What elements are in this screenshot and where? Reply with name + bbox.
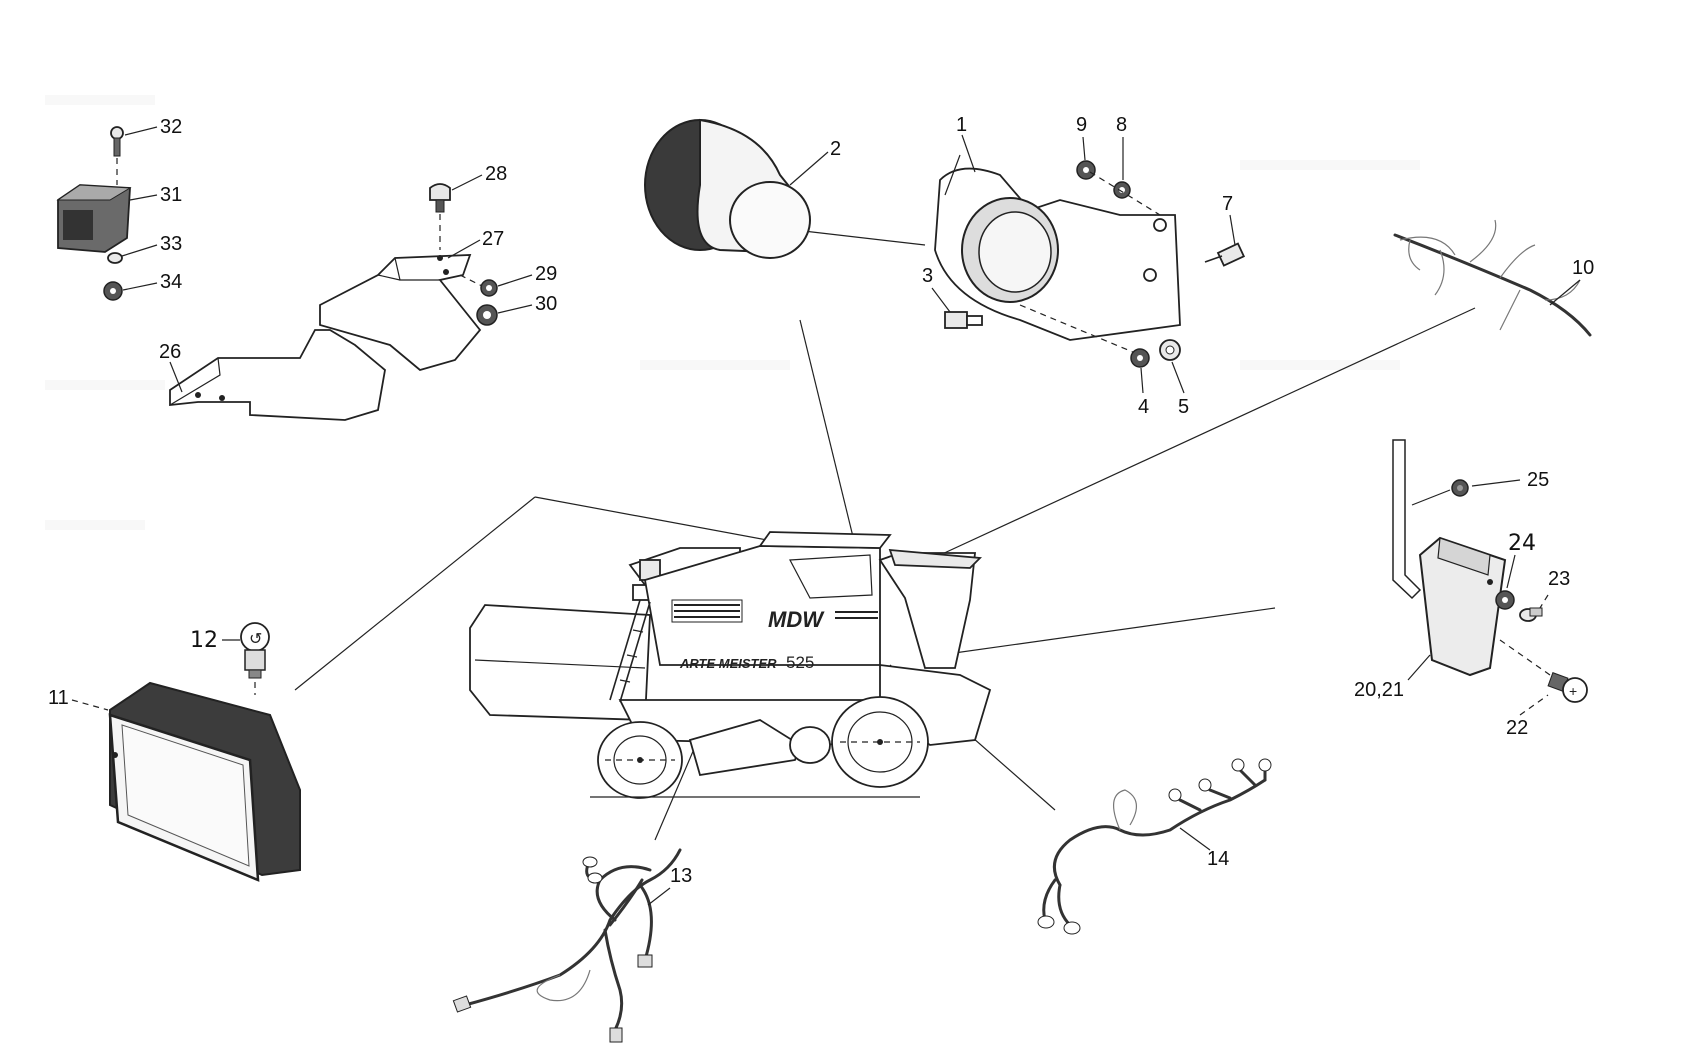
part-5-nut xyxy=(1159,339,1181,361)
callout-14: 14 xyxy=(1207,848,1229,870)
callout-4: 4 xyxy=(1138,396,1149,418)
part-31-relay xyxy=(56,184,132,253)
callout-28: 28 xyxy=(485,163,507,185)
callout-26: 26 xyxy=(159,341,181,363)
part-29-washer xyxy=(480,279,498,297)
callout-34: 34 xyxy=(160,271,182,293)
part-26-plate xyxy=(169,329,386,421)
callout-23: 23 xyxy=(1548,568,1570,590)
part-2-lamp-housing xyxy=(644,118,811,259)
callout-11: 11 xyxy=(48,687,69,709)
part-10-wiring-harness xyxy=(1393,219,1592,337)
combine-model-number: 525 xyxy=(786,653,814,672)
part-25-grommet xyxy=(1451,479,1469,497)
callout-20-21: 20,21 xyxy=(1354,679,1404,701)
part-11-work-lamp xyxy=(108,681,301,882)
part-7-bolt xyxy=(1204,242,1246,267)
part-30-nut xyxy=(476,304,498,326)
callout-27: 27 xyxy=(482,228,504,250)
part-1-bracket xyxy=(934,154,1181,341)
callout-5: 5 xyxy=(1178,396,1189,418)
part-23-screw xyxy=(1519,607,1543,622)
part-13-wiring-harness xyxy=(452,848,682,1043)
leader-1 xyxy=(961,134,976,173)
part-14-wiring-harness xyxy=(1037,758,1272,935)
callout-31: 31 xyxy=(160,184,182,206)
callout-12: 12 xyxy=(190,628,218,653)
combine-harvester: MDW ARTE MEISTER 525 xyxy=(469,531,992,799)
callout-8: 8 xyxy=(1116,114,1127,136)
callout-30: 30 xyxy=(535,293,557,315)
callout-3: 3 xyxy=(922,265,933,287)
callout-24: 24 xyxy=(1508,531,1536,556)
part-20-21-tail-light xyxy=(1392,439,1507,677)
part-8-washer xyxy=(1113,181,1131,199)
part-4-washer xyxy=(1130,348,1150,368)
callout-13: 13 xyxy=(670,865,692,887)
leader-2 xyxy=(789,151,829,186)
part-3-bolt xyxy=(944,311,983,329)
part-12-bulb: ↺ xyxy=(240,622,270,679)
svg-text:+: + xyxy=(1569,683,1577,699)
part-32-screw xyxy=(110,126,124,157)
part-34-nut xyxy=(103,281,123,301)
callout-9: 9 xyxy=(1076,114,1087,136)
svg-text:↺: ↺ xyxy=(249,631,262,648)
callout-32: 32 xyxy=(160,116,182,138)
callout-29: 29 xyxy=(535,263,557,285)
part-9-nut xyxy=(1076,160,1096,180)
part-24-washer xyxy=(1495,590,1515,610)
callout-10: 10 xyxy=(1572,257,1594,279)
combine-model-name: ARTE MEISTER xyxy=(679,656,777,671)
part-27-plate xyxy=(319,254,482,371)
callout-22: 22 xyxy=(1506,717,1528,739)
background-ghost-text xyxy=(45,95,1420,530)
part-28-bolt xyxy=(429,183,451,213)
part-22-bulb: + xyxy=(1547,672,1588,703)
part-33-washer xyxy=(107,252,123,264)
callout-33: 33 xyxy=(160,233,182,255)
callout-1: 1 xyxy=(956,114,967,136)
combine-brand: MDW xyxy=(768,607,825,632)
callout-2: 2 xyxy=(830,138,841,160)
callout-7: 7 xyxy=(1222,193,1233,215)
callout-25: 25 xyxy=(1527,469,1549,491)
